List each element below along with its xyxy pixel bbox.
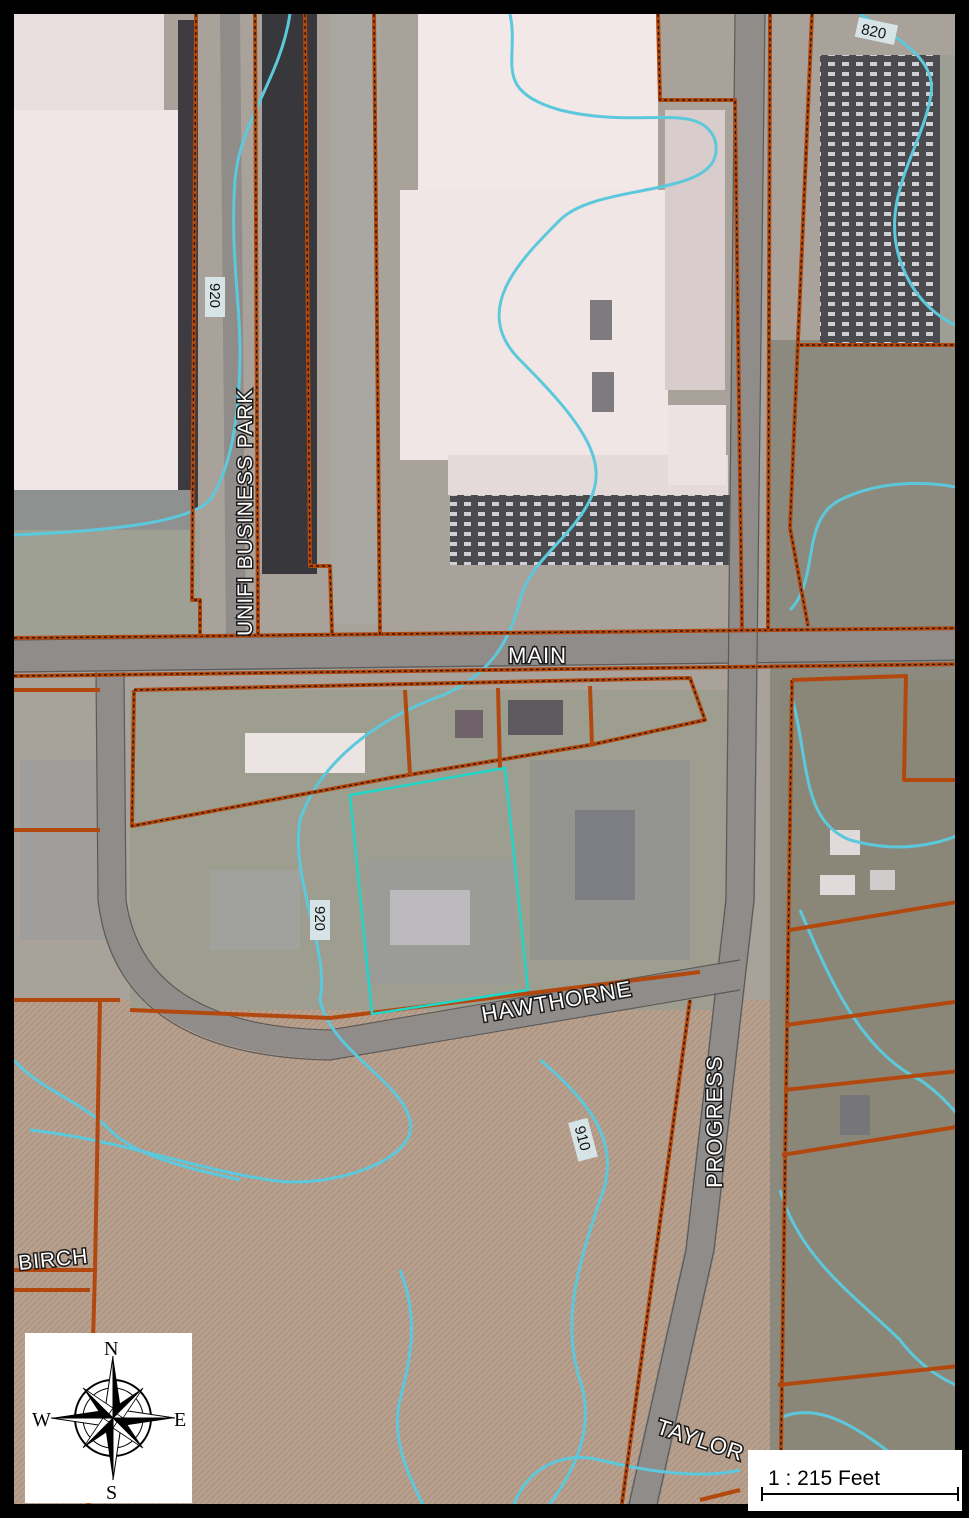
lot-strip [330, 14, 380, 624]
street-label-main: MAIN [508, 643, 567, 668]
compass-star-icon [50, 1355, 176, 1481]
street-label-unifi-business-park: UNIFI BUSINESS PARK [234, 389, 257, 636]
street-label-progress: PROGRESS [702, 1055, 727, 1188]
road-network [13, 13, 969, 1518]
compass-south: S [106, 1482, 117, 1504]
compass-west: W [32, 1409, 51, 1431]
contour-label-bottom: 910 [571, 1124, 594, 1153]
contour-lines [12, 12, 969, 1518]
compass-north: N [104, 1338, 118, 1360]
selected-parcel[interactable] [348, 766, 530, 1016]
contour-label-center: 920 [311, 906, 328, 931]
left-warehouse [14, 14, 198, 530]
contour-label-top-right: 820 [860, 21, 888, 43]
scale-bar: 1 : 215 Feet [748, 1450, 962, 1511]
central-building [400, 14, 730, 565]
street-labels: MAIN UNIFI BUSINESS PARK HAWTHORNE PROGR… [16, 387, 749, 1467]
compass-rose: N S E W [25, 1333, 192, 1504]
south-buildings [20, 700, 895, 1135]
compass-east: E [174, 1409, 186, 1431]
contour-label-left: 920 [206, 283, 223, 308]
scale-text: 1 : 215 Feet [768, 1467, 880, 1490]
